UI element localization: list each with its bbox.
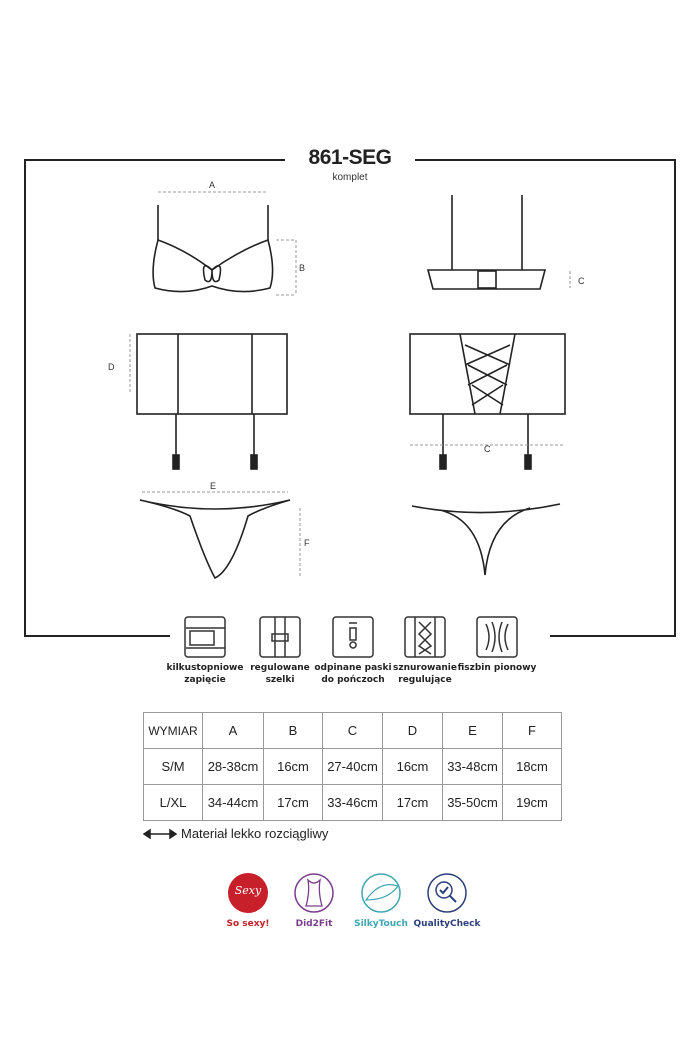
table-cell: 34-44cm [202,784,264,821]
table-header: WYMIAR [143,712,203,749]
feature-label-boning: fiszbin pionowy [447,662,547,674]
table-header-row: WYMIAR A B C D E F [143,712,562,749]
product-subtitle: komplet [332,172,368,183]
detachable-garter-icon [332,616,374,658]
multi-step-clasp-icon [184,616,226,658]
vertical-boning-icon [476,616,518,658]
dim-label-f: F [304,538,310,548]
table-cell: 27-40cm [322,748,383,785]
table-cell: 18cm [502,748,562,785]
badge-label-so-sexy: So sexy! [226,919,270,929]
magnifier-check-icon [427,873,467,913]
feature-label-line: odpinane paski [314,663,392,673]
feature-label-clasp: kilkustopniowe zapięcie [155,662,255,686]
table-header: A [202,712,264,749]
feature-label-line: fiszbin pionowy [457,663,537,673]
product-code-title: 861-SEG [308,146,392,169]
dim-label-c-garter: C [484,444,491,454]
table-cell: 33-46cm [322,784,383,821]
bra-back-sketch [426,195,547,290]
dim-label-c: C [578,276,585,286]
dim-label-a: A [209,180,215,190]
bra-front-sketch [152,205,274,293]
table-header: D [382,712,443,749]
table-cell: 19cm [502,784,562,821]
garter-back-sketch [409,333,566,470]
badge-label-did2fit: Did2Fit [295,919,333,929]
feature-label-line: zapięcie [184,675,226,685]
dim-label-e: E [210,481,216,491]
table-cell: 17cm [382,784,443,821]
feature-label-line: regulowane [250,663,310,673]
lacing-icon [404,616,446,658]
table-header: B [263,712,323,749]
table-cell: 16cm [382,748,443,785]
feature-label-line: sznurowanie [392,663,457,673]
thong-back-sketch [411,503,561,576]
sexy-badge-icon [228,873,268,913]
frame [24,159,676,637]
feature-label-line: szelki [265,675,295,685]
feature-label-line: kilkustopniowe [166,663,244,673]
sexy-badge-text: Sexy [234,884,262,897]
table-cell: 16cm [263,748,323,785]
garter-front-sketch [136,333,288,470]
double-arrow-icon [142,828,178,840]
table-cell: L/XL [143,784,203,821]
table-header: F [502,712,562,749]
feature-label-garters: odpinane paski do pończoch [303,662,403,686]
table-cell: 35-50cm [442,784,503,821]
badges [228,873,467,913]
dim-label-d: D [108,362,115,372]
table-cell: 28-38cm [202,748,264,785]
feather-icon [361,873,401,913]
feature-label-line: regulujące [398,675,452,685]
table-header: E [442,712,503,749]
feature-label-straps: regulowane szelki [230,662,330,686]
thong-front-sketch [139,499,291,580]
adjustable-strap-icon [259,616,301,658]
badge-label-qualitycheck: QualityCheck [413,919,481,929]
table-header: C [322,712,383,749]
dim-label-b: B [299,263,305,273]
feature-label-line: do pończoch [321,675,385,685]
table-cell: S/M [143,748,203,785]
dress-fit-icon [294,873,334,913]
material-note: Materiał lekko rozciągliwy [181,826,329,841]
feature-label-lacing: sznurowanie regulujące [375,662,475,686]
table-cell: 17cm [263,784,323,821]
badge-label-silkytouch: SilkyTouch [354,919,408,929]
table-cell: 33-48cm [442,748,503,785]
